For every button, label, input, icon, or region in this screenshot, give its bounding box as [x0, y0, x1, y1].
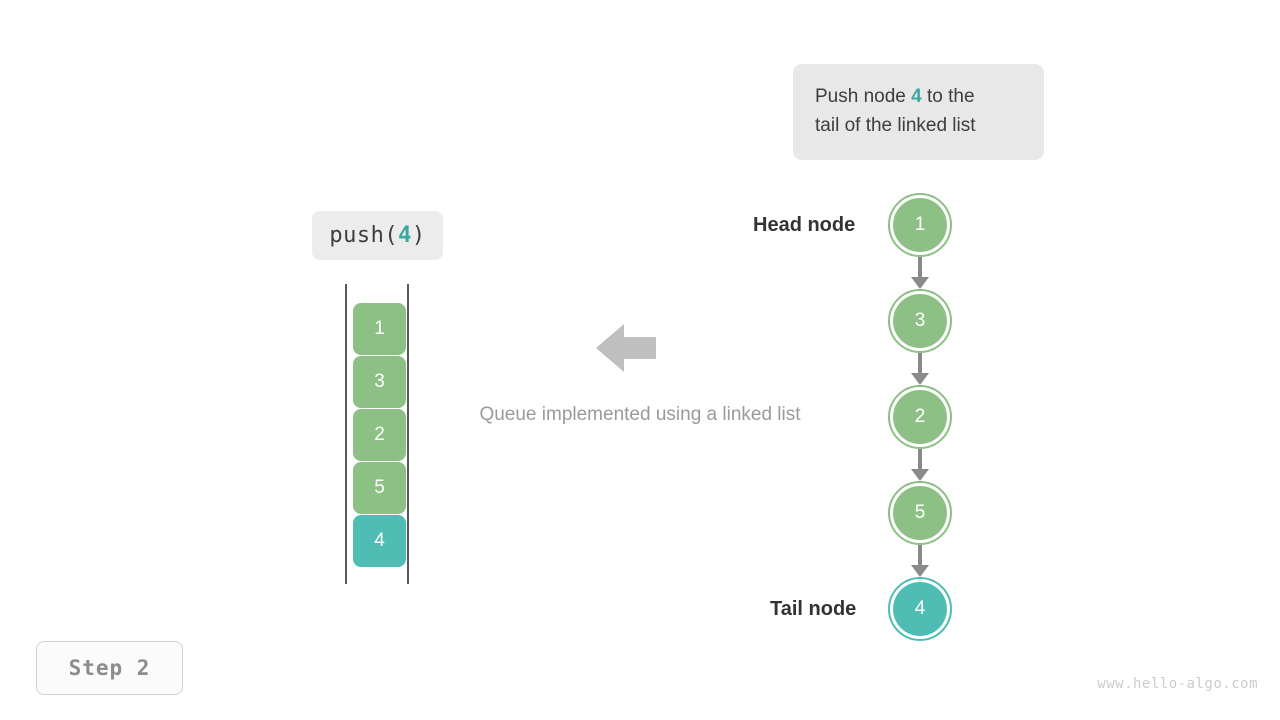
node-value: 3 — [893, 294, 947, 348]
push-label-prefix: push( — [329, 223, 399, 248]
array-cell-list: 1 3 2 5 4 — [353, 303, 406, 568]
array-cell-highlighted: 4 — [353, 515, 406, 567]
node-connector-arrowhead — [911, 373, 929, 385]
node-connector-line — [918, 449, 922, 475]
node-value: 2 — [893, 390, 947, 444]
push-label-value: 4 — [398, 223, 412, 248]
push-label-suffix: ) — [411, 223, 426, 248]
tail-node-label: Tail node — [770, 598, 857, 620]
array-rail-right — [407, 284, 409, 584]
node-connector-line — [918, 257, 922, 283]
array-cell: 2 — [353, 409, 406, 461]
node-connector-arrowhead — [911, 277, 929, 289]
head-node-label: Head node — [753, 214, 856, 236]
linked-list-node: 5 — [888, 481, 952, 545]
node-value: 5 — [893, 486, 947, 540]
callout-line-1: Push node 4 to the — [815, 82, 1022, 111]
arrow-left-icon — [596, 324, 656, 372]
array-cell: 3 — [353, 356, 406, 408]
node-value: 4 — [893, 582, 947, 636]
linked-list-node: 3 — [888, 289, 952, 353]
array-cell: 1 — [353, 303, 406, 355]
node-connector-line — [918, 545, 922, 571]
node-connector-line — [918, 353, 922, 379]
callout-line-2: tail of the linked list — [815, 115, 976, 136]
diagram-caption: Queue implemented using a linked list — [479, 404, 801, 425]
watermark: www.hello-algo.com — [1097, 676, 1258, 692]
callout-node-value: 4 — [911, 86, 922, 107]
callout-text-suffix: to the — [921, 86, 975, 107]
linked-list-node: 1 — [888, 193, 952, 257]
step-badge: Step 2 — [36, 641, 183, 695]
callout-text-prefix: Push node — [815, 86, 912, 107]
queue-array-visual: 1 3 2 5 4 — [345, 284, 409, 584]
array-rail-left — [345, 284, 347, 584]
push-operation-label: push(4) — [312, 211, 443, 260]
linked-list-visual: 1 3 2 5 4 — [888, 193, 952, 643]
node-connector-arrowhead — [911, 565, 929, 577]
array-cell: 5 — [353, 462, 406, 514]
node-value: 1 — [893, 198, 947, 252]
callout-box: Push node 4 to the tail of the linked li… — [793, 64, 1044, 160]
node-connector-arrowhead — [911, 469, 929, 481]
linked-list-node-highlighted: 4 — [888, 577, 952, 641]
linked-list-node: 2 — [888, 385, 952, 449]
